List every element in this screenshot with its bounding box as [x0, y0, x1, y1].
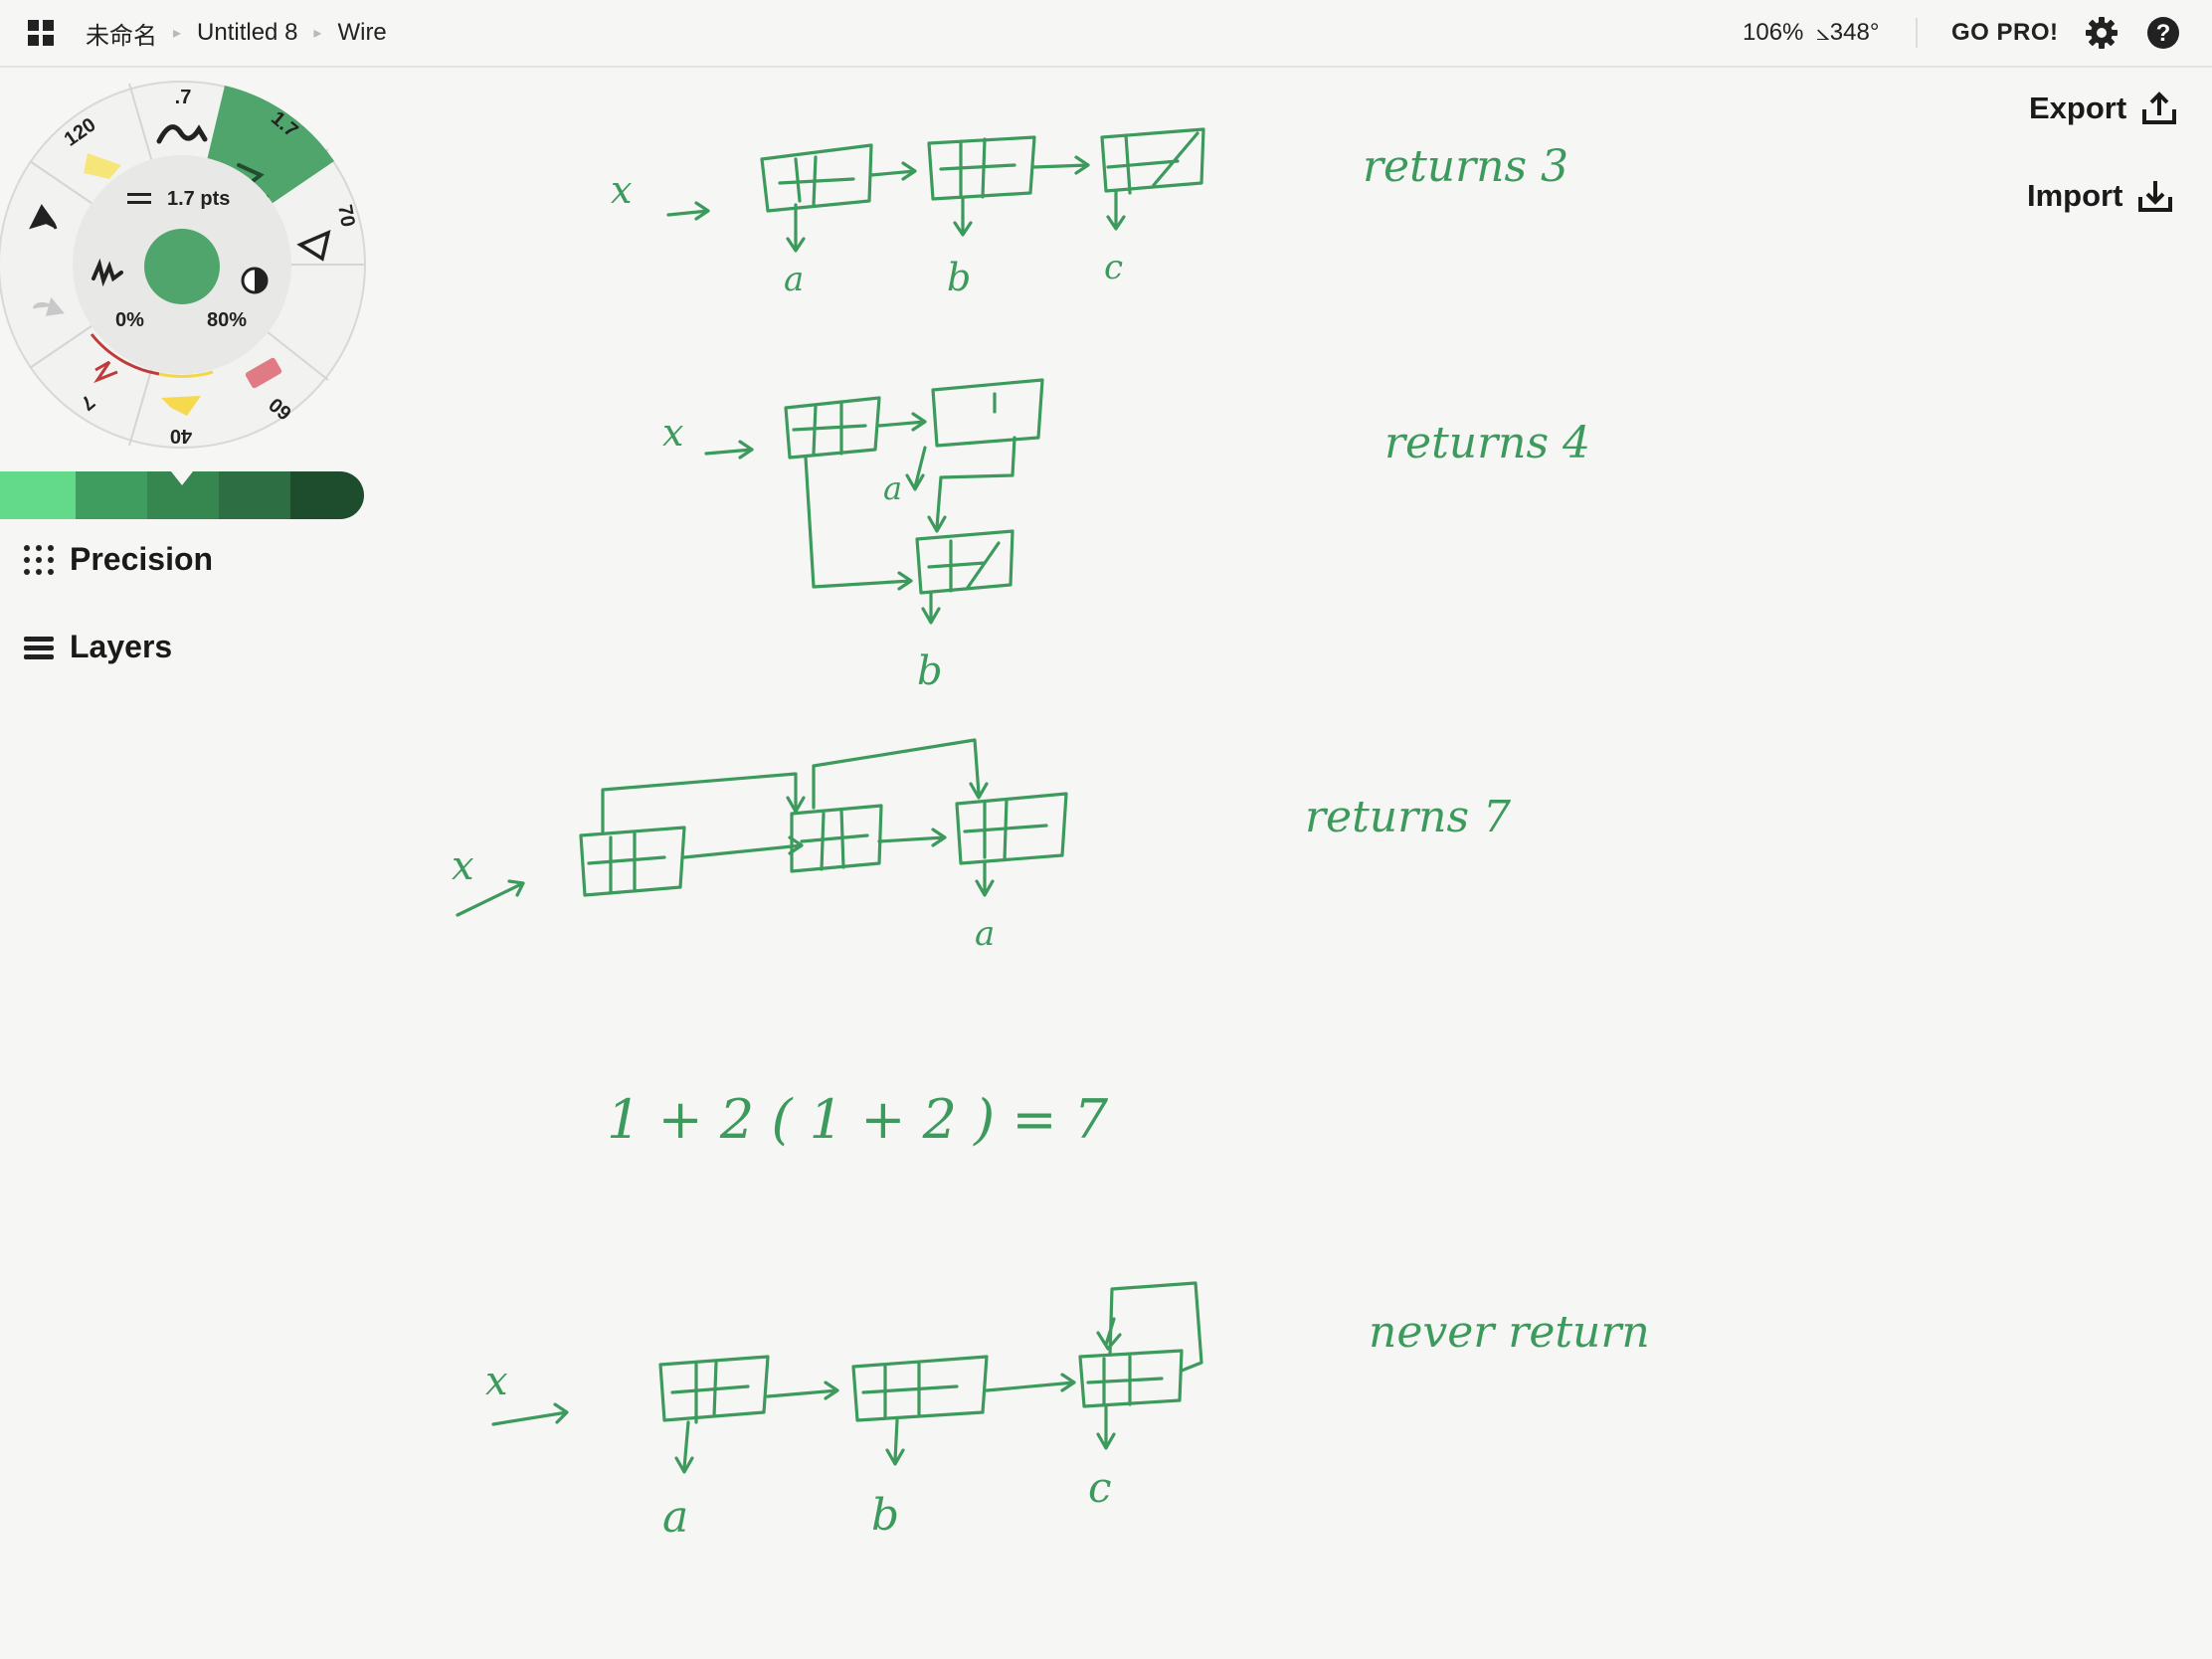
current-color[interactable] [144, 229, 220, 304]
chevron-right-icon: ▸ [173, 25, 182, 42]
import-icon [2138, 181, 2173, 212]
breadcrumb: 未命名 ▸ Untitled 8 ▸ Wire [86, 0, 387, 66]
color-swatch[interactable] [290, 471, 364, 519]
import-label: Import [2027, 178, 2123, 213]
export-icon [2142, 92, 2177, 124]
breadcrumb-gallery[interactable]: 未命名 [86, 22, 157, 50]
go-pro-button[interactable]: GO PRO! [1951, 19, 2059, 46]
size-line-icon [127, 201, 151, 204]
preset-label[interactable]: 70 [333, 203, 359, 229]
precision-button[interactable]: Precision [22, 541, 213, 578]
layers-label: Layers [70, 629, 173, 664]
pointer-label: b [917, 648, 943, 694]
color-swatch[interactable] [76, 471, 147, 519]
color-arc [158, 370, 214, 378]
x-label: x [452, 843, 474, 889]
pointer-label: c [1088, 1463, 1112, 1512]
pointer-label: b [947, 256, 971, 299]
size-line-icon [127, 193, 151, 196]
fill-tool-icon[interactable] [296, 230, 331, 262]
precision-grid-icon [24, 544, 54, 575]
swatch-pointer-icon [171, 471, 193, 485]
layers-button[interactable]: Layers [22, 629, 172, 665]
divider [1916, 18, 1918, 48]
precision-label: Precision [70, 541, 214, 577]
note-text: returns 7 [1305, 792, 1511, 842]
layers-icon [24, 636, 54, 659]
svg-text:?: ? [2156, 20, 2171, 47]
breadcrumb-layer[interactable]: Wire [337, 19, 387, 46]
brush-tool-icon[interactable] [93, 360, 118, 384]
rotation-angle[interactable]: ⦣348° [1816, 19, 1880, 46]
sketch-group-1: x a b c returns 3 [611, 127, 1568, 299]
import-button[interactable]: Import [2027, 177, 2174, 215]
opacity-low-label[interactable]: 0% [115, 309, 144, 331]
breadcrumb-drawing[interactable]: Untitled 8 [197, 19, 298, 46]
x-label: x [611, 168, 632, 212]
color-swatch[interactable] [0, 471, 76, 519]
note-text: returns 4 [1384, 418, 1590, 468]
brush-size-label[interactable]: 1.7 pts [167, 188, 230, 210]
pen-tool-icon[interactable] [156, 124, 208, 144]
pointer-label: a [662, 1492, 688, 1543]
undo-icon[interactable] [29, 204, 58, 230]
note-text: never return [1369, 1307, 1650, 1358]
pointer-label: a [975, 914, 995, 954]
color-swatch[interactable] [219, 471, 290, 519]
zoom-level[interactable]: 106% [1743, 19, 1804, 46]
equation-text: 1 + 2 ( 1 + 2 ) = 7 [607, 1088, 1109, 1151]
smoothing-icon[interactable] [92, 258, 123, 287]
note-text: returns 3 [1363, 141, 1568, 192]
tool-wheel[interactable]: .7 1.7 70 60 40 7 120 1.7 pts 0% 80% [0, 70, 378, 467]
pointer-label: a [784, 260, 804, 299]
color-arc [90, 333, 160, 376]
help-icon[interactable]: ? [2146, 0, 2180, 66]
highlighter-tool-icon[interactable] [161, 396, 201, 416]
gear-icon[interactable] [2085, 0, 2119, 66]
sketch-group-2: x a b returns 4 [662, 378, 1590, 694]
x-label: x [662, 411, 683, 455]
marker-tool-icon[interactable] [84, 153, 121, 179]
x-label: x [485, 1359, 508, 1404]
eraser-tool-icon[interactable] [245, 357, 282, 390]
pointer-label: c [1104, 248, 1123, 287]
chevron-right-icon: ▸ [313, 25, 322, 42]
pointer-label: b [871, 1490, 899, 1541]
top-bar: 未命名 ▸ Untitled 8 ▸ Wire 106% ⦣348° GO PR… [0, 0, 2212, 68]
preset-label[interactable]: 40 [170, 425, 192, 447]
export-label: Export [2029, 91, 2127, 125]
opacity-icon-half [255, 269, 267, 292]
drawing-canvas[interactable]: x a b c returns 3 x a b returns 4 x [0, 68, 2212, 1659]
sketch-group-5: x a b c never return [485, 1281, 1650, 1543]
pointer-label: a [883, 469, 902, 507]
opacity-high-label[interactable]: 80% [207, 309, 247, 331]
preset-label[interactable]: .7 [175, 87, 192, 108]
sketch-group-3: x a returns 7 [452, 738, 1511, 954]
redo-icon[interactable] [32, 296, 65, 316]
gallery-grid-icon[interactable] [26, 0, 56, 66]
export-button[interactable]: Export [2029, 90, 2178, 127]
